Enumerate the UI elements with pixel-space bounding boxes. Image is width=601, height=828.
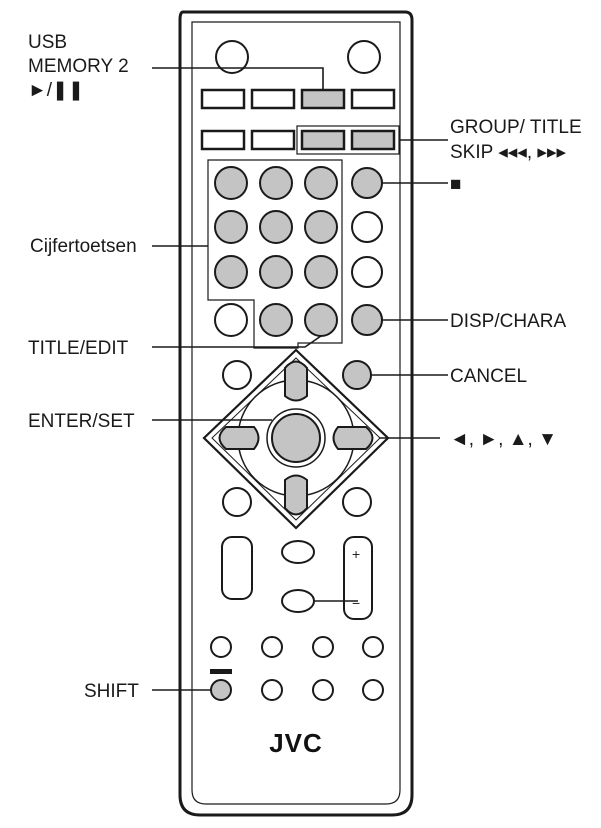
numeric-key[interactable] bbox=[259, 166, 293, 200]
nav-up-button[interactable] bbox=[284, 360, 308, 402]
right-column-button-3[interactable] bbox=[351, 256, 383, 288]
enter-set-button[interactable] bbox=[271, 413, 321, 463]
numeric-key[interactable] bbox=[259, 210, 293, 244]
usb-memory-2-button[interactable] bbox=[300, 88, 346, 110]
leader-lines bbox=[152, 67, 448, 691]
title-edit-label: TITLE/EDIT bbox=[28, 338, 129, 359]
nav-diamond-inner bbox=[211, 357, 381, 521]
shift-indicator-bar bbox=[210, 669, 232, 674]
shift-button[interactable] bbox=[210, 679, 232, 701]
disp-chara-button[interactable] bbox=[351, 304, 383, 336]
volume-plus-glyph: + bbox=[352, 546, 360, 562]
top-right-button[interactable] bbox=[347, 40, 381, 74]
skip-prev-button[interactable] bbox=[300, 129, 346, 151]
small-button[interactable] bbox=[362, 679, 384, 701]
volume-minus-glyph: − bbox=[352, 595, 360, 611]
small-button[interactable] bbox=[312, 636, 334, 658]
bottom-button-grid bbox=[210, 636, 384, 701]
numeric-key[interactable] bbox=[304, 210, 338, 244]
group-title-label-line1: GROUP/ TITLE bbox=[450, 117, 582, 138]
left-rocker-button[interactable] bbox=[221, 536, 253, 600]
small-button[interactable] bbox=[210, 636, 232, 658]
title-edit-button[interactable] bbox=[304, 303, 338, 337]
numeric-key[interactable] bbox=[214, 166, 248, 200]
group-title-label-line2: SKIP ◂◂◂, ▸▸▸ bbox=[450, 142, 566, 163]
source-button-2[interactable] bbox=[250, 88, 296, 110]
numeric-key[interactable] bbox=[214, 255, 248, 289]
small-button[interactable] bbox=[261, 636, 283, 658]
bottom-right-nav-button[interactable] bbox=[342, 487, 372, 517]
brand-logo: JVC bbox=[269, 728, 323, 758]
numeric-key[interactable] bbox=[304, 166, 338, 200]
nav-down-button[interactable] bbox=[284, 474, 308, 516]
center-lower-button[interactable] bbox=[281, 589, 315, 613]
volume-rocker[interactable] bbox=[343, 536, 373, 620]
disp-chara-label: DISP/CHARA bbox=[450, 311, 566, 332]
numeric-keypad-outline bbox=[207, 159, 343, 349]
cancel-button[interactable] bbox=[342, 360, 372, 390]
skip-next-button[interactable] bbox=[350, 129, 396, 151]
small-button[interactable] bbox=[362, 636, 384, 658]
arrow-keys-label: ◄, ►, ▲, ▼ bbox=[450, 429, 557, 450]
enter-set-label: ENTER/SET bbox=[28, 411, 135, 432]
numeric-keys bbox=[214, 166, 338, 337]
source-button-1[interactable] bbox=[200, 88, 246, 110]
usb-label-line2: MEMORY 2 bbox=[28, 56, 129, 77]
center-upper-button[interactable] bbox=[281, 540, 315, 564]
left-button-row5[interactable] bbox=[214, 303, 248, 337]
remote-inner-edge bbox=[191, 21, 401, 805]
nav-left-button[interactable] bbox=[218, 426, 260, 450]
skip-button-row bbox=[200, 125, 400, 155]
numeric-keys-label: Cijfertoetsen bbox=[30, 236, 137, 257]
numeric-key[interactable] bbox=[304, 255, 338, 289]
shift-label: SHIFT bbox=[84, 681, 139, 702]
stop-label: ■ bbox=[450, 174, 461, 195]
usb-leader-line bbox=[152, 67, 324, 90]
row2-button-2[interactable] bbox=[250, 129, 296, 151]
numeric-key[interactable] bbox=[259, 255, 293, 289]
source-button-4[interactable] bbox=[350, 88, 396, 110]
top-left-nav-button[interactable] bbox=[222, 360, 252, 390]
bottom-left-nav-button[interactable] bbox=[222, 487, 252, 517]
power-button[interactable] bbox=[215, 40, 249, 74]
cancel-label: CANCEL bbox=[450, 366, 527, 387]
small-button[interactable] bbox=[312, 679, 334, 701]
navigation-pad bbox=[202, 348, 390, 530]
title-edit-leader-line bbox=[152, 335, 322, 348]
numeric-key[interactable] bbox=[259, 303, 293, 337]
usb-label-line1: USB bbox=[28, 32, 67, 53]
nav-right-button[interactable] bbox=[332, 426, 374, 450]
usb-label-line3: ►/❚❚ bbox=[28, 80, 84, 101]
stop-button[interactable] bbox=[351, 167, 383, 199]
source-button-row bbox=[200, 88, 396, 110]
small-button[interactable] bbox=[261, 679, 283, 701]
numeric-key[interactable] bbox=[214, 210, 248, 244]
row2-button-1[interactable] bbox=[200, 129, 246, 151]
right-column-button-2[interactable] bbox=[351, 211, 383, 243]
